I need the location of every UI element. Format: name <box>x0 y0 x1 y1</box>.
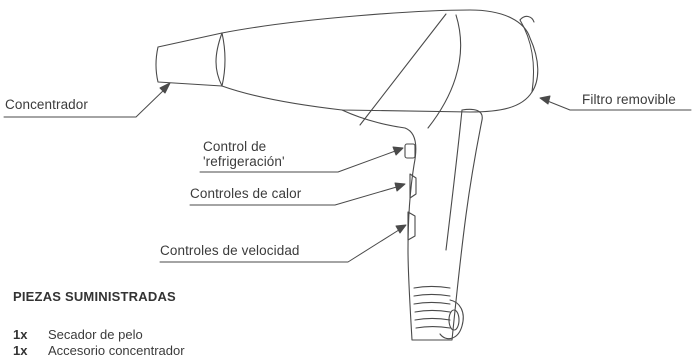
part-qty: 1x <box>13 343 48 358</box>
cooling-button <box>405 144 415 158</box>
label-control-line1: Control de <box>203 139 285 154</box>
label-controles-calor: Controles de calor <box>190 186 301 201</box>
label-controles-velocidad: Controles de velocidad <box>160 243 300 258</box>
part-name: Secador de pelo <box>48 327 143 342</box>
label-filtro-removible: Filtro removible <box>582 92 676 107</box>
parts-heading: PIEZAS SUMINISTRADAS <box>13 289 176 304</box>
concentrator-nozzle <box>156 33 225 86</box>
part-name: Accesorio concentrador <box>48 343 185 358</box>
trim-stripe <box>360 14 446 125</box>
dryer-body <box>222 10 538 112</box>
hair-dryer-illustration <box>156 10 538 340</box>
part-qty: 1x <box>13 327 48 342</box>
label-control-line2: 'refrigeración' <box>203 154 285 169</box>
label-concentrador: Concentrador <box>5 97 88 112</box>
label-control-refrigeracion: Control de 'refrigeración' <box>203 139 285 169</box>
